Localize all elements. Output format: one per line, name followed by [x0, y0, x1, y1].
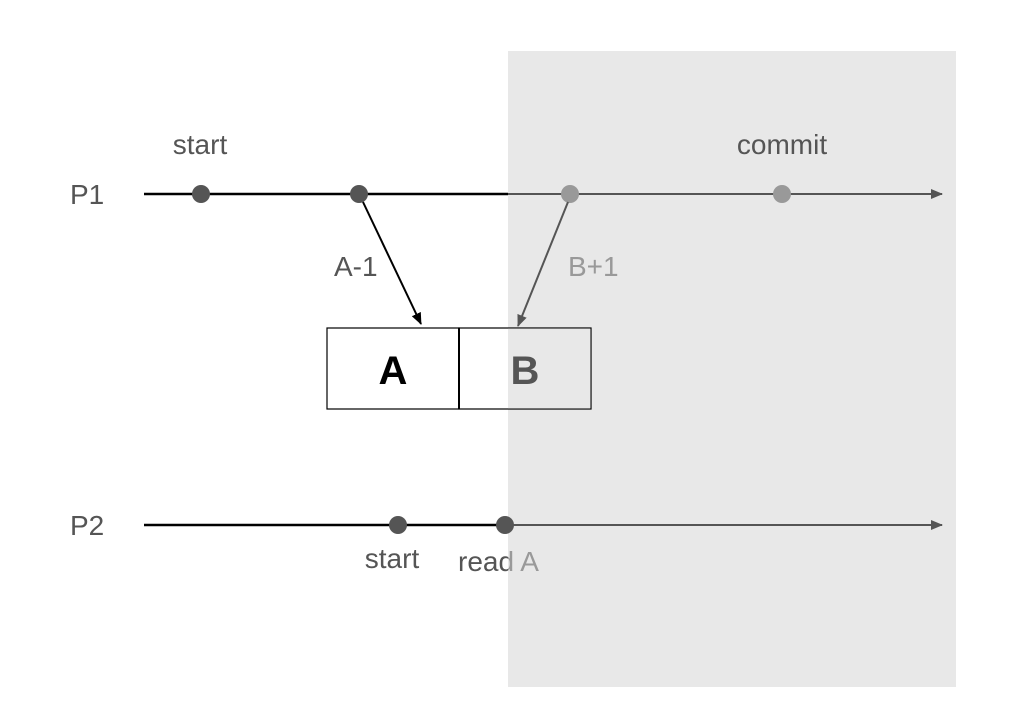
- cell-a-label: A: [379, 349, 408, 393]
- p1-label: P1: [70, 179, 104, 210]
- a-minus-1-label: A-1: [334, 251, 378, 282]
- cell-b-label: B: [511, 349, 540, 393]
- b-plus-1-label: B+1: [568, 251, 619, 282]
- p2-read-label: read A: [458, 546, 539, 577]
- cell-b-shade: [508, 328, 591, 409]
- p1-start-dot: [192, 185, 210, 203]
- p1-start-label: start: [173, 129, 228, 160]
- p2-read-label-shaded: read A: [458, 546, 539, 577]
- p2-read-label-group: read A read A: [458, 546, 539, 577]
- p2-start-label: start: [365, 543, 420, 574]
- p1-write-b-dot: [561, 185, 579, 203]
- b-plus-1-arrow: [517, 201, 569, 327]
- a-minus-1-arrow: [362, 201, 422, 325]
- p2-read-a-dot: [496, 516, 514, 534]
- cell-a: [326, 327, 460, 410]
- p1-commit-dot: [773, 185, 791, 203]
- p2-start-dot: [389, 516, 407, 534]
- p2-label: P2: [70, 510, 104, 541]
- p1-commit-label: commit: [737, 129, 827, 160]
- p1-write-a-dot: [350, 185, 368, 203]
